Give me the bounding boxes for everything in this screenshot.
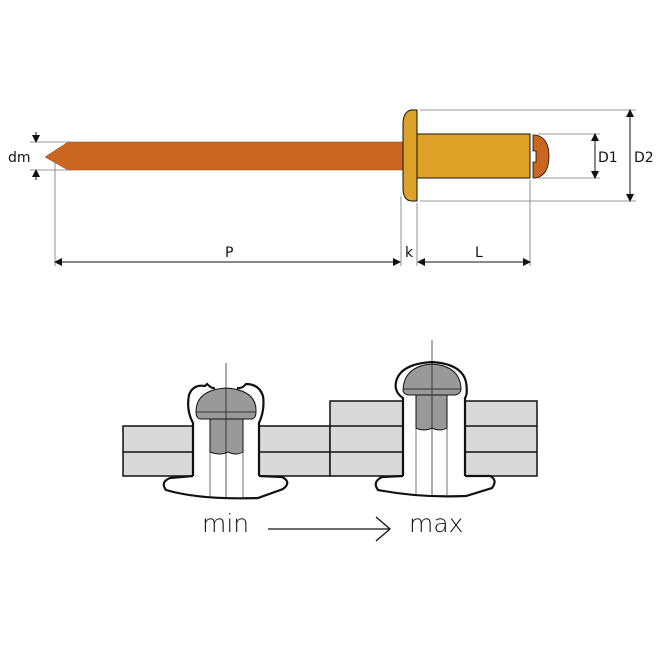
mandrel xyxy=(44,141,407,171)
label-d1: D1 xyxy=(598,150,618,166)
grip-range-arrow xyxy=(268,516,391,542)
extension-lines xyxy=(30,109,636,266)
label-k: k xyxy=(405,245,414,261)
rivet-side-view xyxy=(44,109,550,202)
rivet-max-grip xyxy=(329,340,538,498)
mandrel-head xyxy=(532,134,550,179)
rivet-head xyxy=(402,109,418,202)
rivet-body xyxy=(416,133,531,179)
label-p: P xyxy=(225,245,233,261)
dimension-arrows xyxy=(32,109,634,266)
label-max: max xyxy=(409,509,463,538)
label-d2: D2 xyxy=(634,150,654,166)
label-l: L xyxy=(475,245,483,261)
label-min: min xyxy=(202,509,249,538)
rivet-min-grip xyxy=(122,363,331,500)
label-dm: dm xyxy=(8,150,31,166)
